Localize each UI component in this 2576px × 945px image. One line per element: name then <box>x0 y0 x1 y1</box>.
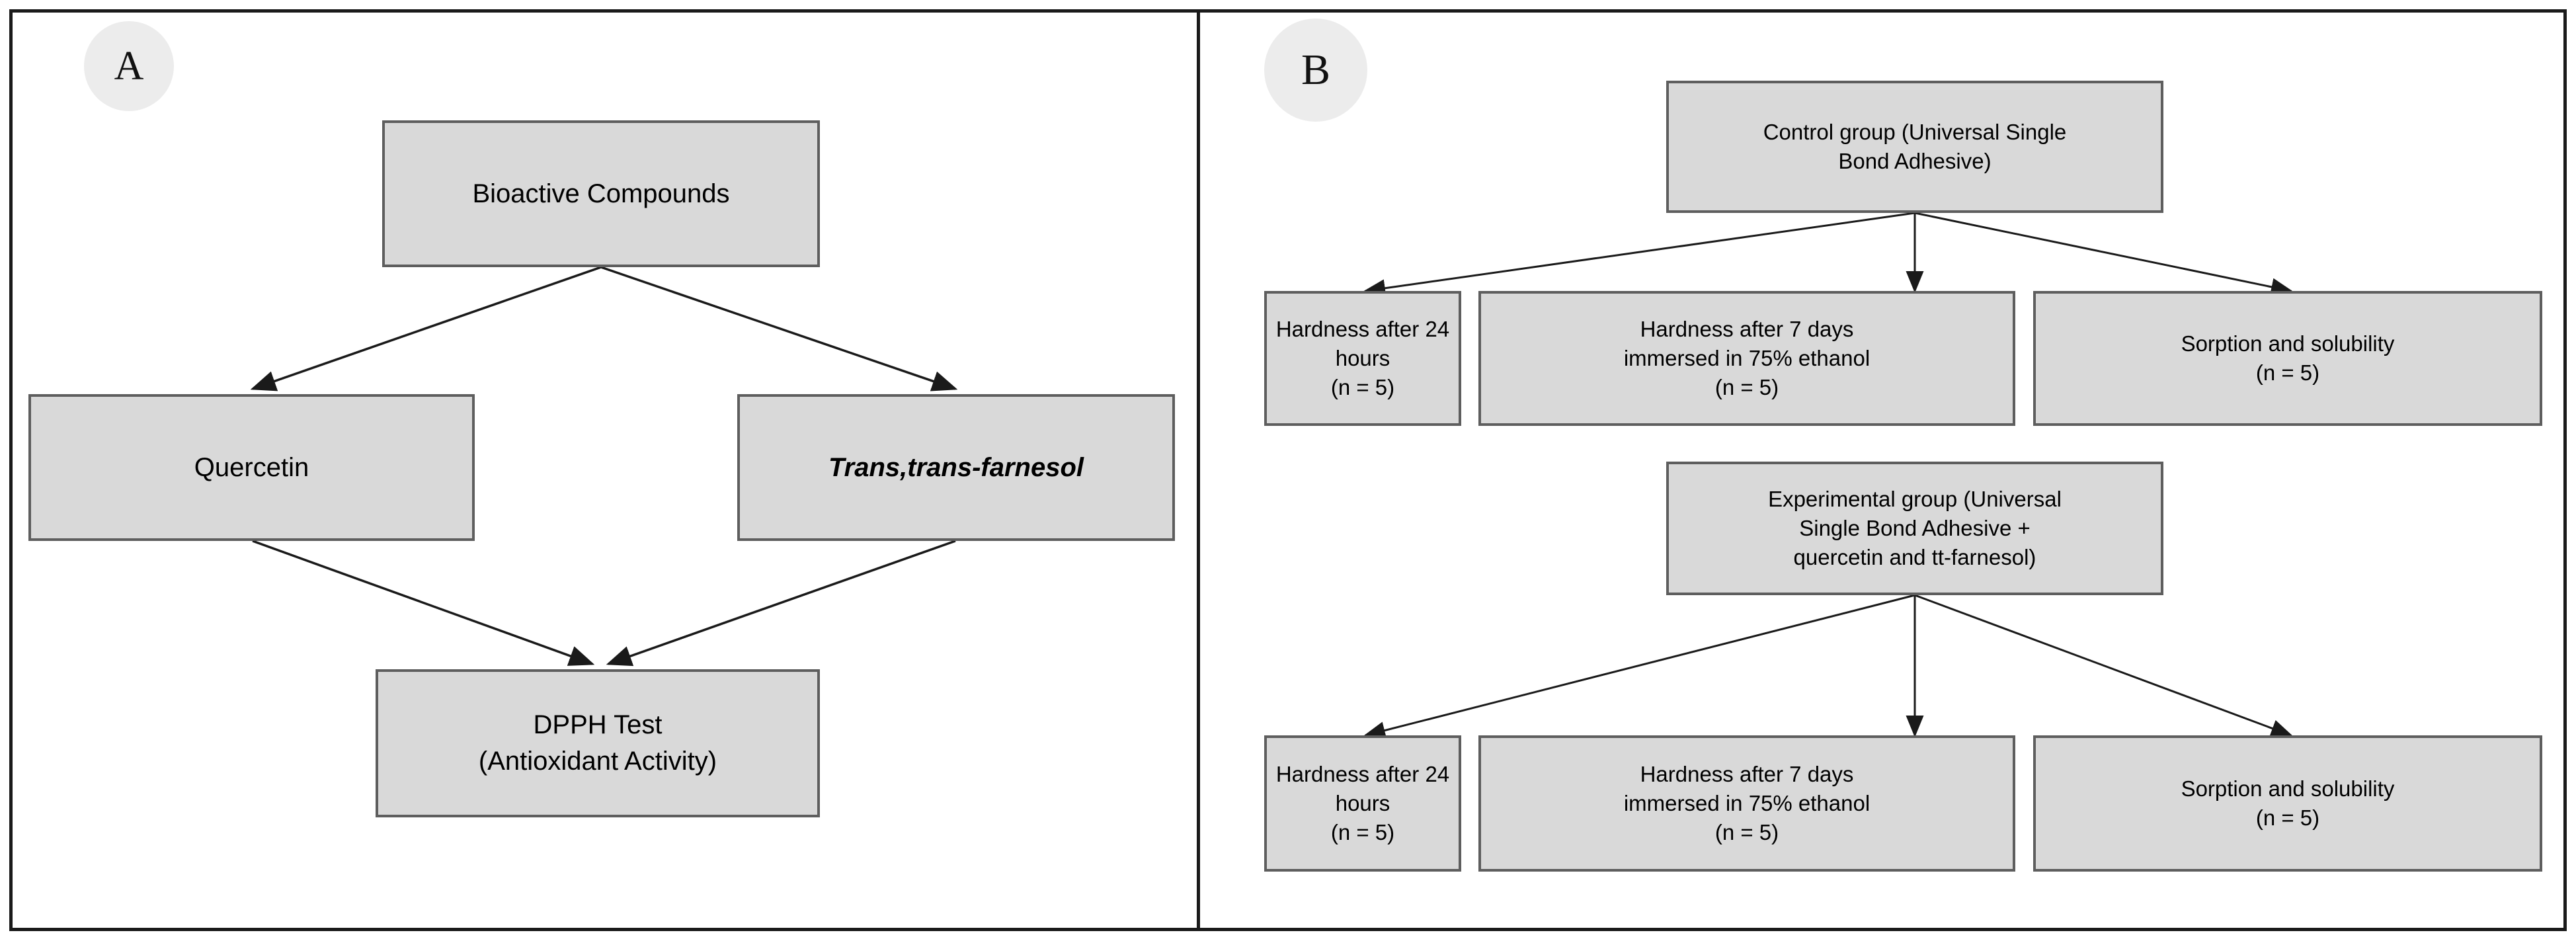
node-bioactive-compounds: Bioactive Compounds <box>382 120 820 267</box>
node-label: Hardness after 24 hours (n = 5) <box>1275 761 1450 845</box>
panel-badge-a: A <box>84 21 174 111</box>
node-control-hardness-7d: Hardness after 7 days immersed in 75% et… <box>1478 291 2015 426</box>
node-label: Sorption and solubility (n = 5) <box>2181 776 2395 830</box>
node-label: Hardness after 7 days immersed in 75% et… <box>1623 316 1871 400</box>
node-experimental-hardness-24h: Hardness after 24 hours (n = 5) <box>1264 735 1461 872</box>
node-experimental-hardness-7d: Hardness after 7 days immersed in 75% et… <box>1478 735 2015 872</box>
node-control-group: Control group (Universal Single Bond Adh… <box>1666 81 2163 213</box>
node-label: Sorption and solubility (n = 5) <box>2181 331 2395 385</box>
node-experimental-sorption-solubility: Sorption and solubility (n = 5) <box>2033 735 2542 872</box>
node-experimental-group: Experimental group (Universal Single Bon… <box>1666 462 2163 595</box>
node-label: Trans,trans-farnesol <box>828 453 1084 482</box>
node-quercetin: Quercetin <box>28 394 475 541</box>
node-control-hardness-24h: Hardness after 24 hours (n = 5) <box>1264 291 1461 426</box>
node-label: Hardness after 24 hours (n = 5) <box>1275 316 1450 400</box>
node-dpph-test: DPPH Test (Antioxidant Activity) <box>376 669 820 817</box>
panel-divider <box>1197 9 1200 931</box>
panel-badge-b: B <box>1264 19 1367 122</box>
node-label: Control group (Universal Single Bond Adh… <box>1763 119 2067 173</box>
node-label: Bioactive Compounds <box>472 179 730 208</box>
node-label: Quercetin <box>194 453 309 482</box>
node-trans-trans-farnesol: Trans,trans-farnesol <box>737 394 1175 541</box>
node-control-sorption-solubility: Sorption and solubility (n = 5) <box>2033 291 2542 426</box>
node-label: Experimental group (Universal Single Bon… <box>1768 486 2062 570</box>
node-label: DPPH Test (Antioxidant Activity) <box>478 710 717 776</box>
node-label: Hardness after 7 days immersed in 75% et… <box>1623 761 1871 845</box>
